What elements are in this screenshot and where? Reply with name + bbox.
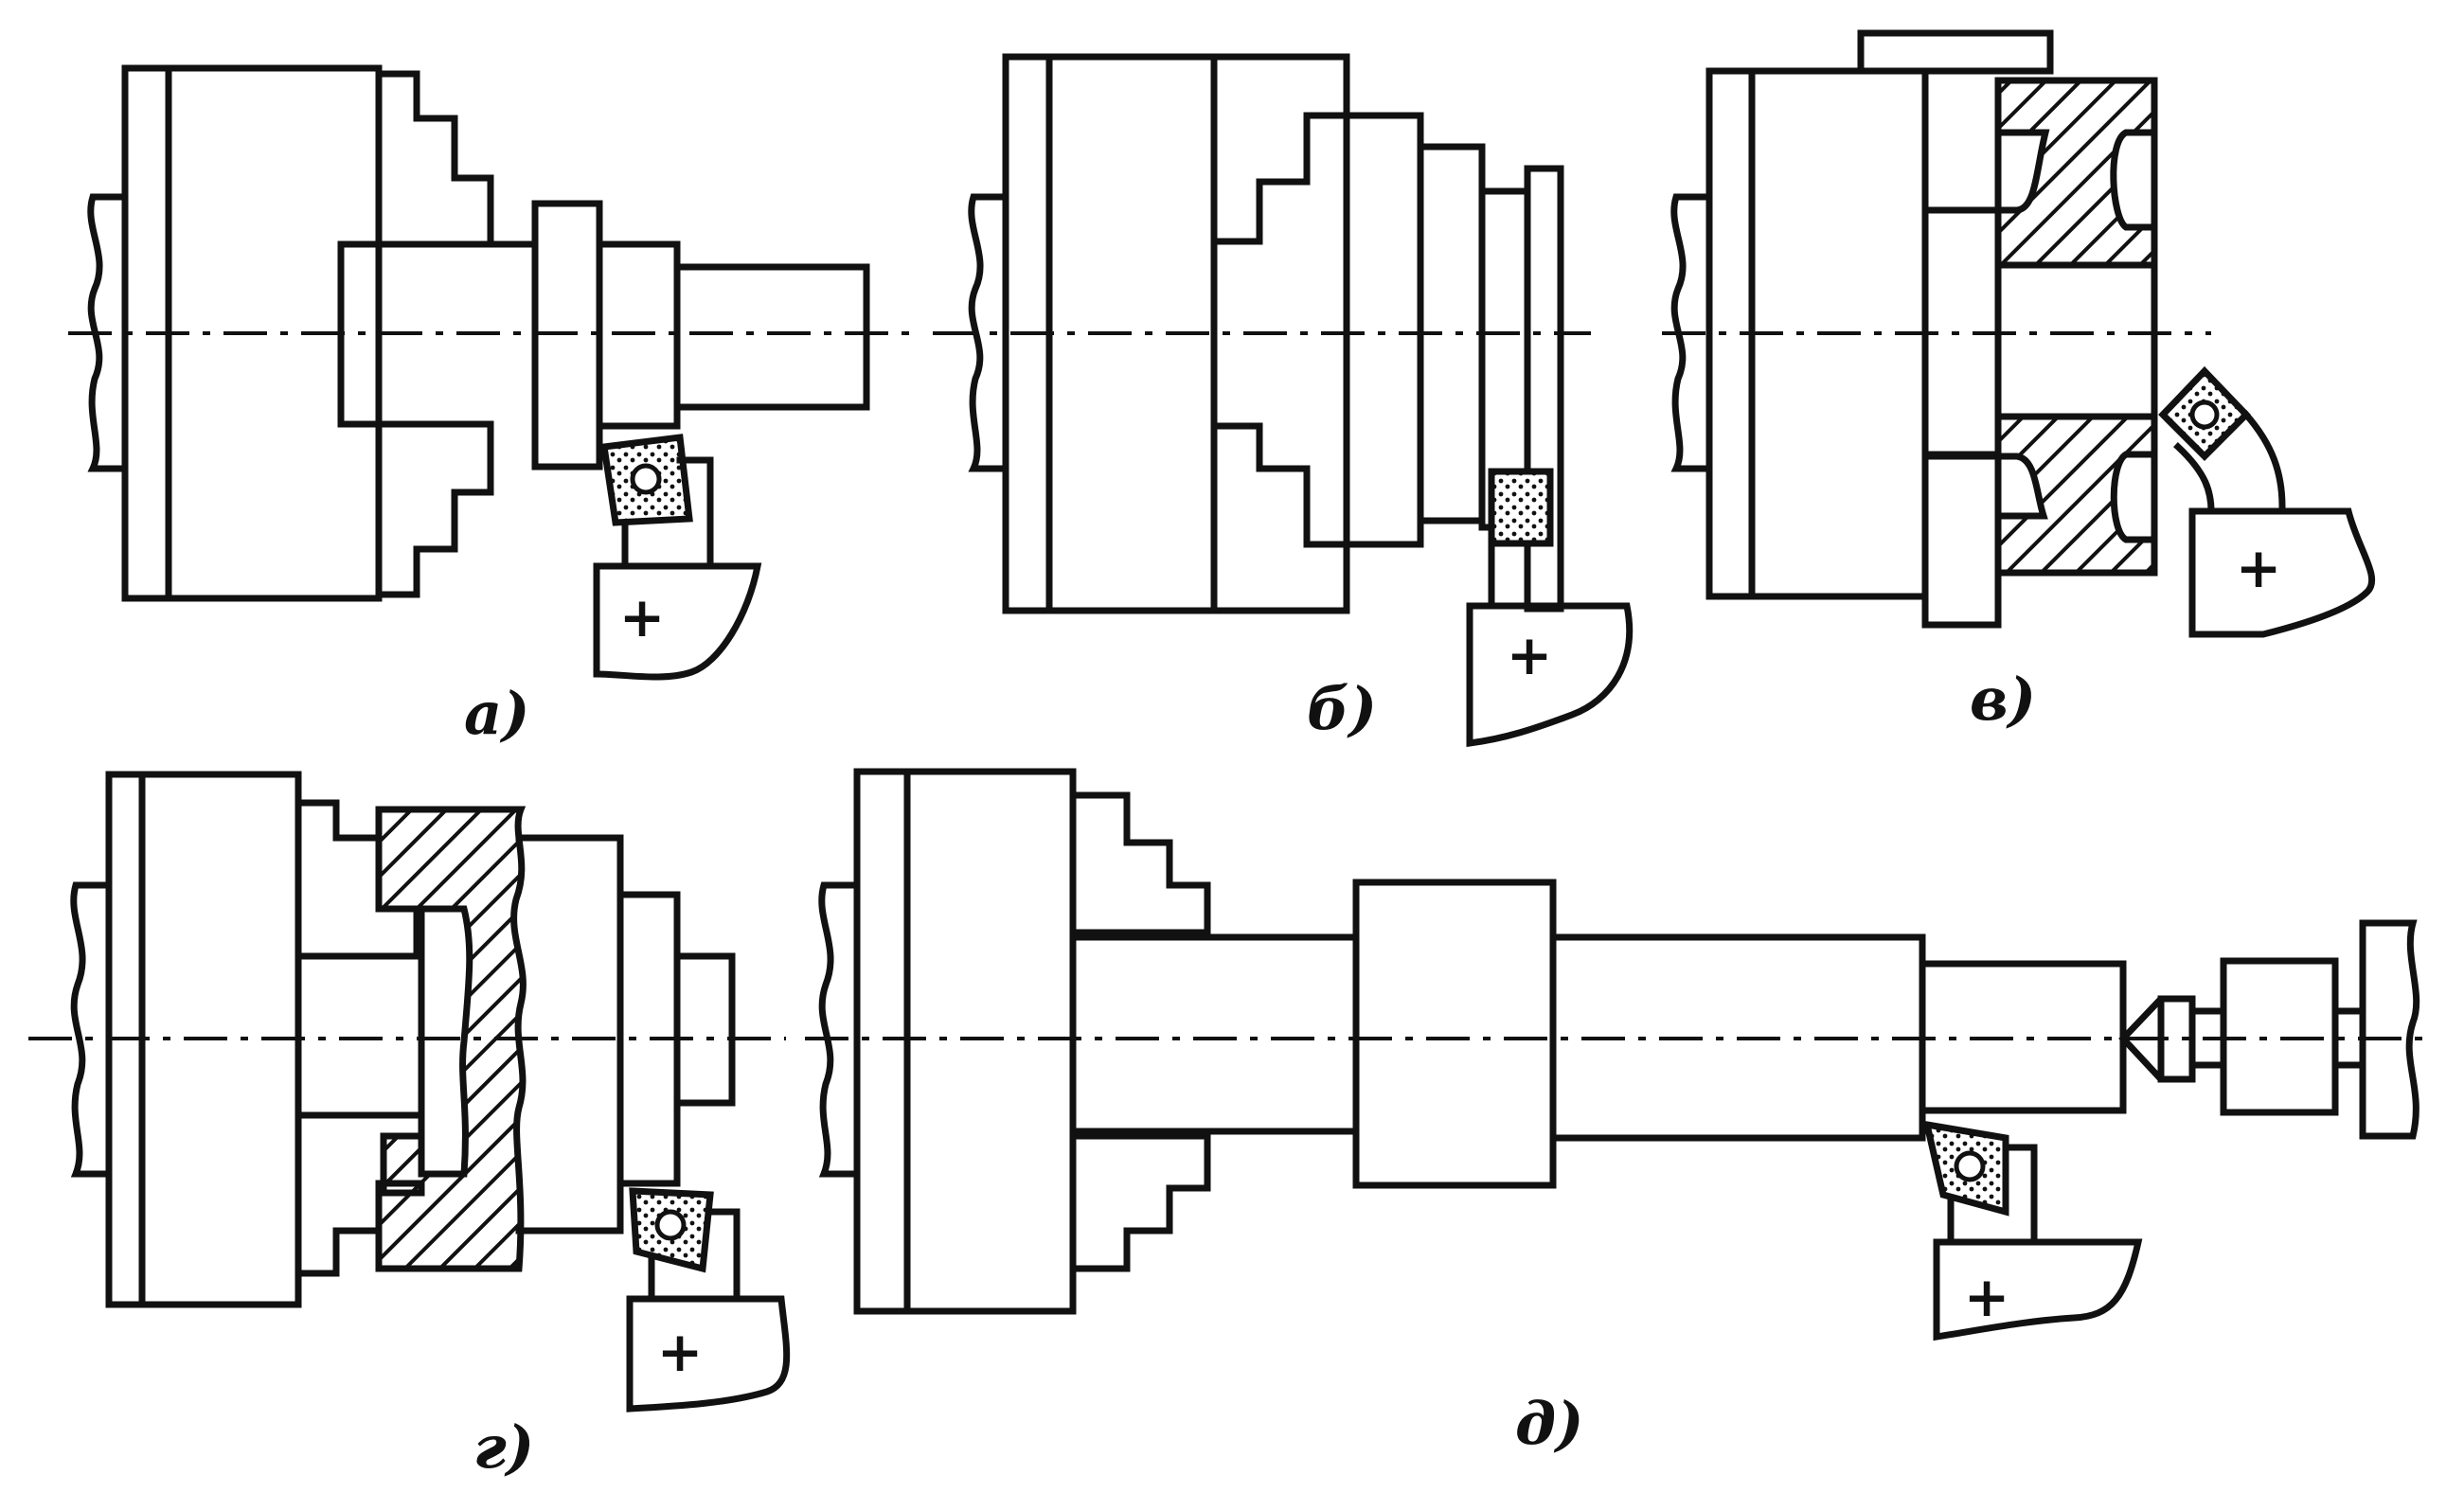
panel-d-tool-shank	[1947, 1144, 2038, 1244]
panel-g-part-inner-clear	[418, 905, 473, 1178]
panel-v-bore	[1994, 261, 2158, 420]
panel-d-chuck-jaws	[1069, 791, 1211, 1272]
panel-d-tailstock-break	[2359, 919, 2420, 1140]
panel-a-insert-screw-icon	[630, 463, 662, 495]
panel-v-part-bottom-pocket	[2110, 451, 2158, 543]
panel-d-shaft-collar	[1352, 879, 1557, 1189]
panel-d-tool-holder	[1933, 1238, 2143, 1341]
panel-g-tool-mark: +	[657, 1320, 704, 1384]
panel-v-jaw-step-bottom	[1921, 453, 2002, 629]
panel-v-tool-mark: +	[2236, 536, 2282, 600]
panel-b-tool-shank	[1488, 540, 1564, 610]
panel-g-workpiece-end	[673, 952, 736, 1107]
panel-d-chuck-body	[853, 768, 1077, 1315]
panel-v-tool-shank	[2173, 410, 2286, 515]
panel-v-jaw-step-top	[1921, 67, 2002, 214]
panel-b-label: б)	[1307, 674, 1377, 743]
panel-g-workpiece-body	[515, 834, 624, 1235]
panel-v-cutting-tool: +	[2158, 365, 2376, 638]
panel-v-tool-holder	[2188, 507, 2376, 638]
panel-b-chuck-jaws	[1210, 112, 1424, 548]
panel-d-spindle-break	[818, 881, 861, 1178]
panel-a-workpiece-end	[673, 263, 870, 411]
panel-a-tool-holder	[593, 562, 762, 681]
panel-a-setup: + а)	[68, 64, 914, 748]
panel-d-tool-mark: +	[1964, 1265, 2010, 1329]
panel-d-label: д)	[1515, 1389, 1583, 1458]
panel-a-label: а)	[464, 679, 530, 748]
panel-v-part-bottom-hub	[1994, 453, 2048, 520]
panel-b-insert	[1488, 468, 1554, 547]
panel-d-insert-screw-icon	[1954, 1150, 1986, 1182]
panel-g-tool-holder	[626, 1295, 791, 1412]
panel-g-spindle-break	[70, 881, 113, 1178]
panel-v-jaw-bottom	[1921, 451, 2002, 629]
panel-d-shaft-section-1	[1069, 933, 1360, 1135]
panel-v-jaw-top	[1857, 29, 2054, 75]
panel-a-tool-mark: +	[619, 585, 666, 649]
panel-v-label: в)	[1970, 665, 2036, 734]
panel-v-part-top-hub	[1994, 129, 2050, 214]
panel-b-setup: + б)	[933, 53, 1634, 747]
panel-g-cutting-tool: +	[626, 1187, 791, 1412]
panel-g-setup: + г)	[28, 771, 791, 1482]
panel-d-setup: + д)	[805, 768, 2424, 1458]
panel-b-tool-mark: +	[1507, 623, 1553, 687]
panel-b-tool-holder	[1466, 602, 1634, 747]
panel-a-cutting-tool: +	[593, 434, 762, 681]
panel-g-tool-shank	[648, 1208, 741, 1301]
panel-v-insert-screw-icon	[2189, 400, 2220, 430]
panel-v-part-top-pocket	[2110, 129, 2158, 231]
panel-d-cutting-tool: +	[1922, 1120, 2143, 1341]
panel-b-cutting-tool: +	[1466, 468, 1634, 747]
panel-g-label: г)	[473, 1412, 534, 1482]
panel-b-spindle-break	[968, 193, 1009, 472]
panel-v-setup: + в)	[1662, 29, 2376, 734]
panel-g-insert-screw-icon	[654, 1209, 687, 1241]
panel-a-tool-shank	[621, 456, 714, 567]
